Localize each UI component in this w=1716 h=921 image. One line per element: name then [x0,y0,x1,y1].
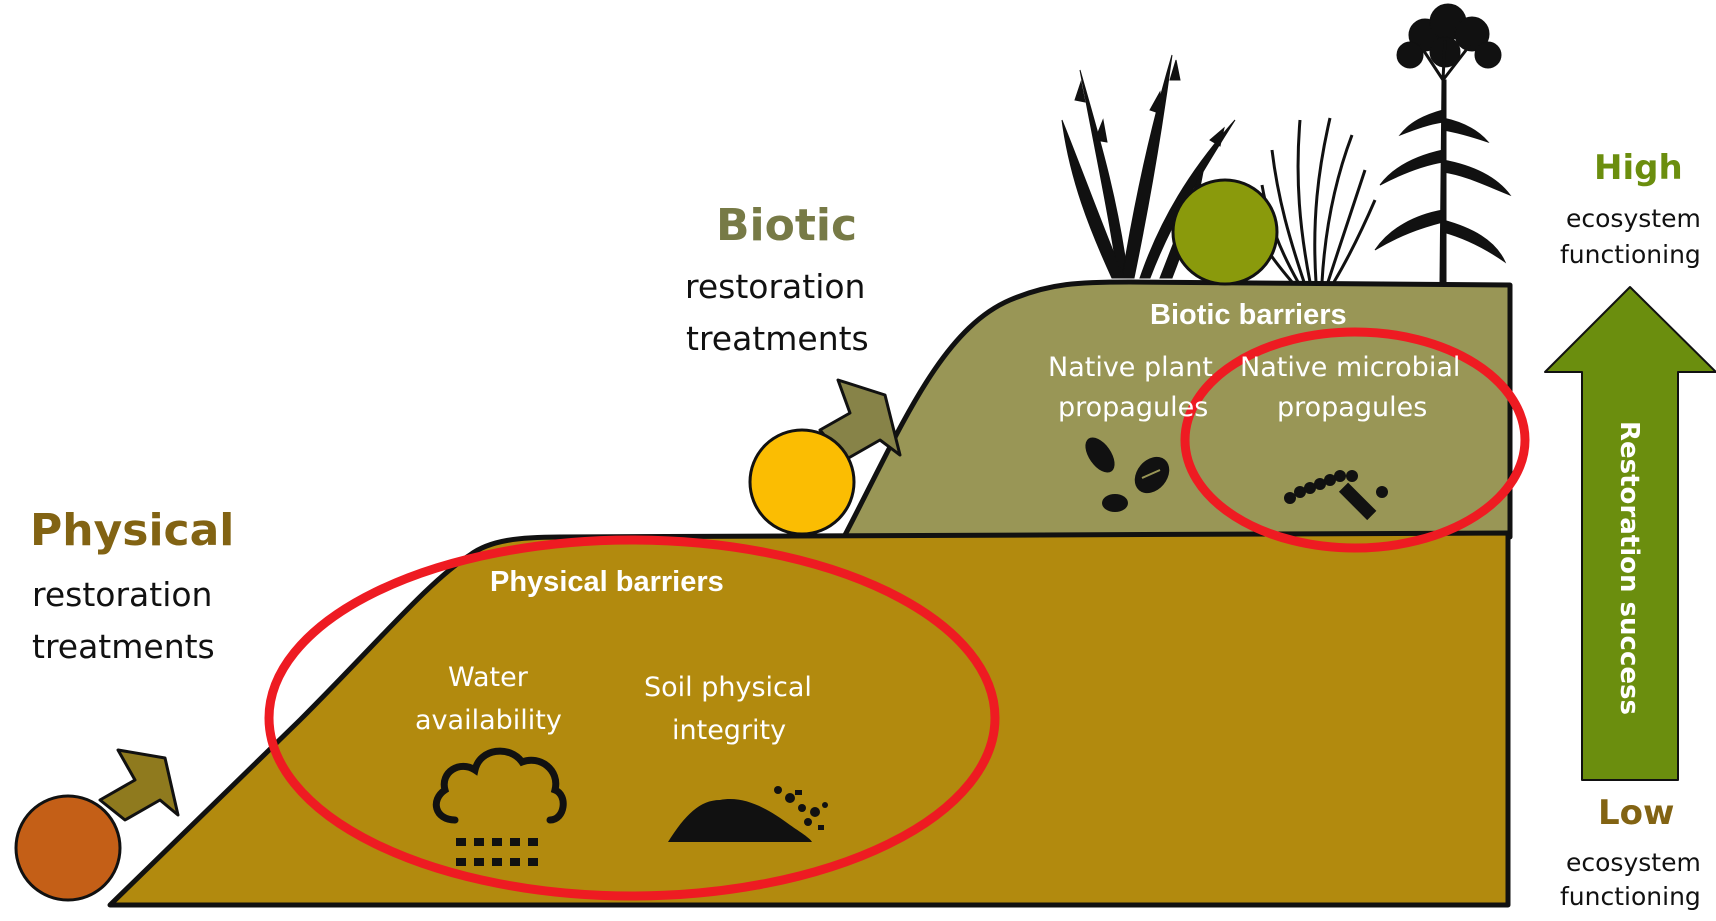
high-sub-line2: functioning [1560,240,1701,270]
physical-title: Physical [30,505,234,557]
low-sub-line1: ecosystem [1566,848,1701,878]
yarrow-silhouette-icon [1375,4,1510,282]
biotic-subtitle-line1: restoration [685,268,865,307]
physical-subtitle-line1: restoration [32,576,212,615]
sedge-silhouette-icon [1255,118,1375,282]
physical-treatment-arrow [100,750,178,820]
low-sub-line2: functioning [1560,882,1701,912]
native-microbial-line2: propagules [1277,392,1427,424]
biotic-subtitle-line2: treatments [686,320,869,359]
physical-barriers-heading: Physical barriers [490,565,724,599]
water-availability-line2: availability [415,705,562,737]
physical-plateau [110,533,1508,905]
water-availability-line1: Water [448,662,528,694]
biotic-barriers-heading: Biotic barriers [1150,298,1347,332]
physical-subtitle-line2: treatments [32,628,215,667]
native-plant-line1: Native plant [1048,352,1213,384]
soil-integrity-line1: Soil physical [644,672,812,704]
physical-ball [16,796,120,900]
high-label: High [1594,148,1683,188]
native-plant-line2: propagules [1058,392,1208,424]
restoration-success-label: Restoration success [1613,421,1645,671]
high-sub-line1: ecosystem [1566,204,1701,234]
biotic-title: Biotic [716,200,857,252]
native-microbial-line1: Native microbial [1240,352,1460,384]
biotic-ball [750,430,854,534]
low-label: Low [1598,793,1674,833]
soil-integrity-line2: integrity [672,715,786,747]
top-ball [1173,180,1277,284]
